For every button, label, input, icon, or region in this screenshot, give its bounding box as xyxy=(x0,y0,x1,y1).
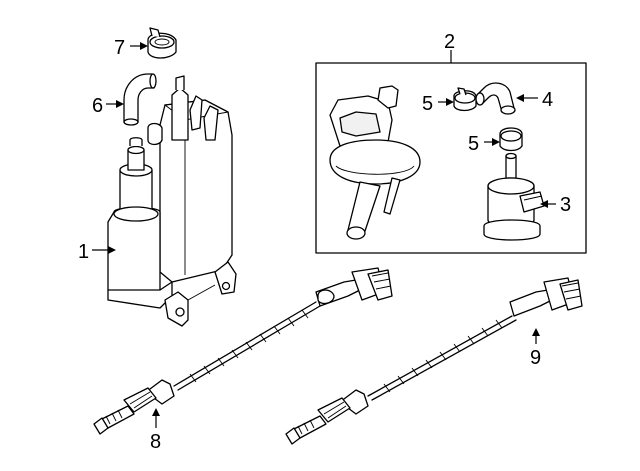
callout-5-upper: 5 xyxy=(422,93,433,115)
sensor-part-3 xyxy=(483,152,545,241)
callout-6: 6 xyxy=(92,95,103,117)
callout-7: 7 xyxy=(114,37,125,59)
charcoal-canister xyxy=(107,75,237,327)
clamp-part-7 xyxy=(147,27,177,59)
callout-arrows xyxy=(92,42,556,428)
callout-8: 8 xyxy=(150,431,161,453)
purge-valve-kit-box xyxy=(315,62,587,254)
callout-5-lower: 5 xyxy=(468,133,479,155)
callout-3: 3 xyxy=(560,194,571,216)
oxygen-sensor-part-8 xyxy=(93,267,393,435)
purge-valve xyxy=(329,85,421,240)
callout-9: 9 xyxy=(530,347,541,369)
oxygen-sensor-part-9 xyxy=(285,277,583,445)
callout-4: 4 xyxy=(542,89,553,111)
callout-1: 1 xyxy=(78,241,89,263)
callout-2: 2 xyxy=(444,31,455,53)
hose-part-6 xyxy=(123,73,157,126)
